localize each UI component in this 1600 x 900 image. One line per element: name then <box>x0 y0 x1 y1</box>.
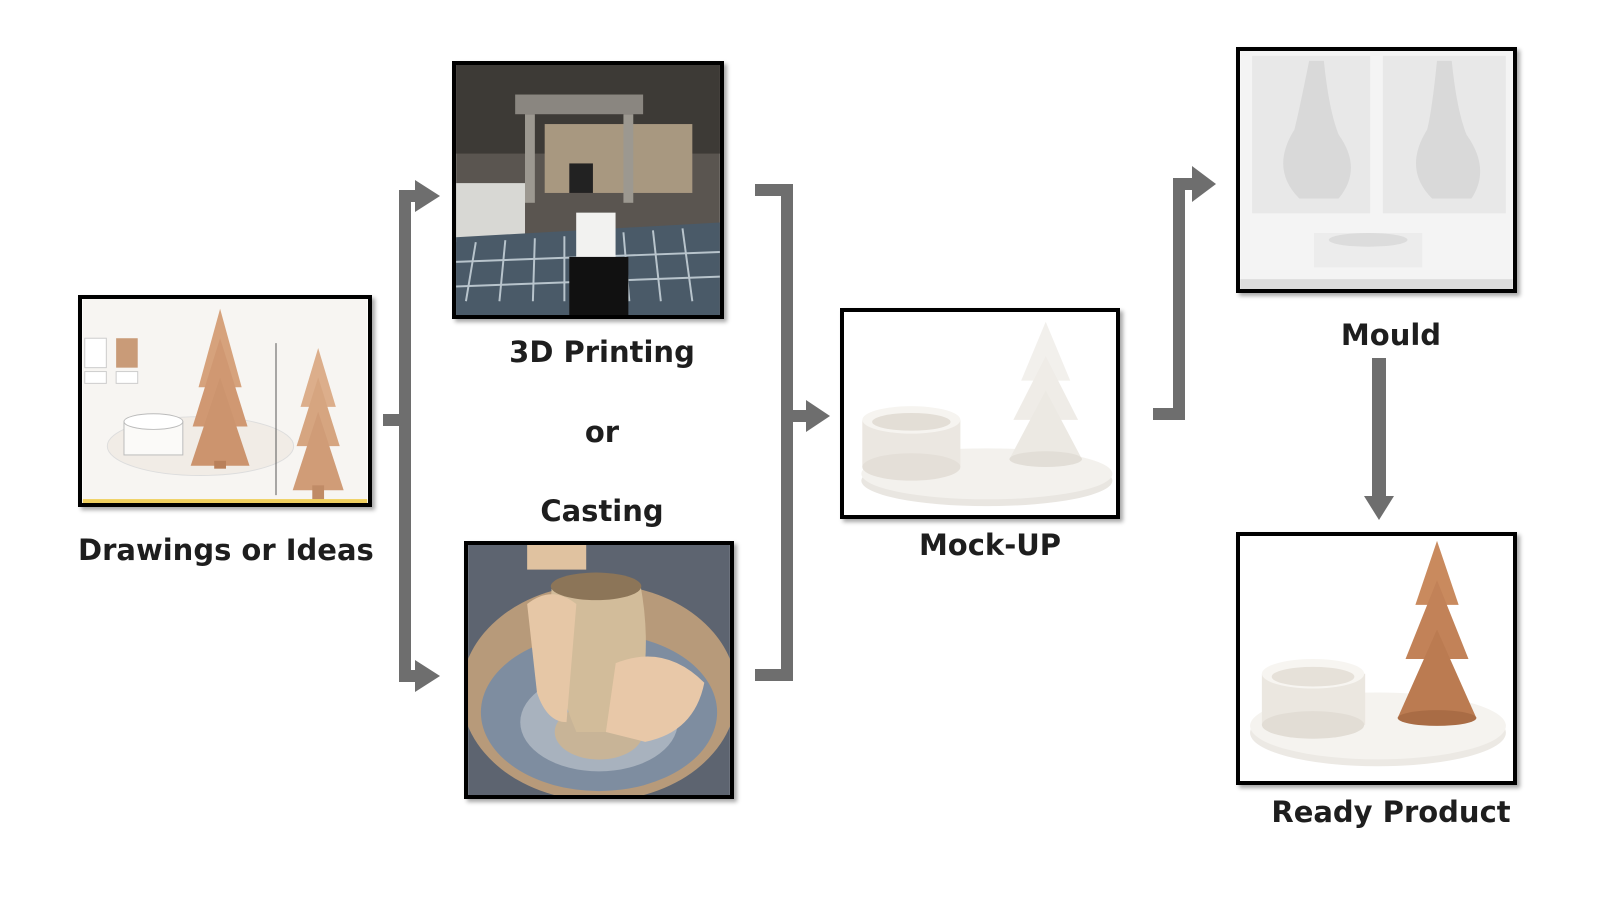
ready-image <box>1236 532 1517 785</box>
printer-photo <box>456 65 720 315</box>
mould-photo <box>1240 51 1513 289</box>
casting-image <box>464 541 734 799</box>
mould-image <box>1236 47 1517 293</box>
merge-vertical <box>781 184 793 681</box>
mould-vertical <box>1173 178 1185 420</box>
label-casting: Casting <box>452 494 752 528</box>
drawings-image <box>78 295 372 507</box>
ready-photo <box>1240 536 1513 781</box>
ready-vertical <box>1372 358 1386 498</box>
printing-image <box>452 61 724 319</box>
drawings-sketch <box>82 299 368 503</box>
arrow-to-mockup <box>806 400 830 432</box>
arrow-to-printing <box>415 180 440 212</box>
label-mould: Mould <box>1236 318 1546 352</box>
split-vertical <box>399 192 411 682</box>
arrow-to-casting <box>415 660 440 692</box>
label-printing: 3D Printing <box>452 335 752 369</box>
pottery-photo <box>468 545 730 795</box>
mockup-image <box>840 308 1120 519</box>
merge-bottom-stub <box>755 669 793 681</box>
mockup-photo <box>844 312 1116 515</box>
label-drawings: Drawings or Ideas <box>78 533 372 567</box>
label-ready: Ready Product <box>1236 795 1546 829</box>
label-mockup: Mock-UP <box>840 528 1140 562</box>
arrow-to-mould <box>1192 166 1216 202</box>
label-or: or <box>452 415 752 449</box>
mould-top-stub <box>1173 178 1195 190</box>
arrow-to-ready <box>1364 496 1394 520</box>
